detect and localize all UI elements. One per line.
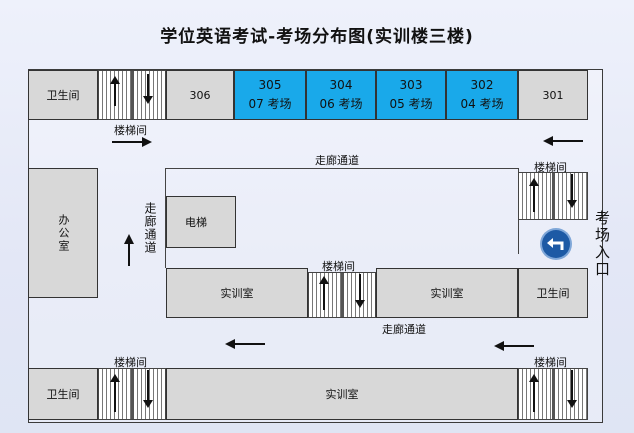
room-label: 实训室 (325, 388, 359, 401)
exam-label: 07 考场 (248, 97, 292, 111)
corridor-label-top: 走廊通道 (315, 154, 359, 167)
lab-middle-right: 实训室 (376, 268, 518, 318)
floor-plan: 卫生间 306 305 07 考场 304 06 考场 303 05 考场 30… (10, 62, 628, 428)
page-title: 学位英语考试-考场分布图(实训楼三楼) (160, 27, 474, 47)
down-arrow-icon (143, 370, 153, 408)
corridor-label-left: 走廊通道 (143, 202, 157, 254)
down-arrow-icon (567, 174, 577, 208)
left-arrow-icon (543, 136, 583, 146)
room-label: 办公室 (57, 213, 70, 253)
down-arrow-icon (143, 74, 153, 104)
room-label: 卫生间 (536, 287, 570, 300)
stairwell-label: 楼梯间 (322, 260, 355, 273)
room-label: 实训室 (430, 287, 464, 300)
elevator: 电梯 (166, 196, 236, 248)
room-label: 电梯 (185, 216, 207, 229)
entrance-label: 考场入口 (593, 210, 611, 278)
corridor-wall (165, 168, 166, 268)
stairwell-label: 楼梯间 (534, 161, 567, 174)
room-number: 305 (258, 78, 282, 92)
stairwell-label: 楼梯间 (114, 356, 147, 369)
stairwell-right (518, 172, 588, 220)
stairwell-label: 楼梯间 (114, 124, 147, 137)
exam-room-302: 302 04 考场 (446, 70, 518, 120)
exam-room-305: 305 07 考场 (234, 70, 306, 120)
room-301: 301 (518, 70, 588, 120)
entrance-icon (542, 230, 570, 258)
left-arrow-icon (494, 341, 534, 351)
restroom-bottom-left: 卫生间 (28, 368, 98, 420)
floor-outline (28, 69, 603, 423)
left-arrow-icon (225, 339, 265, 349)
corridor-wall (165, 168, 518, 169)
room-label: 卫生间 (46, 89, 80, 102)
room-number: 303 (399, 78, 423, 92)
restroom-middle-right: 卫生间 (518, 268, 588, 318)
room-number: 302 (470, 78, 494, 92)
up-arrow-icon (124, 234, 134, 266)
up-arrow-icon (529, 178, 539, 212)
room-number: 304 (329, 78, 353, 92)
exam-room-304: 304 06 考场 (306, 70, 376, 120)
lab-middle-left: 实训室 (166, 268, 308, 318)
turn-arrow-icon (547, 238, 564, 250)
stairwell-bottom-right (518, 368, 588, 420)
right-arrow-icon (112, 137, 152, 147)
exam-label: 05 考场 (389, 97, 433, 111)
room-label: 306 (189, 88, 211, 102)
room-label: 卫生间 (46, 388, 80, 401)
up-arrow-icon (529, 374, 539, 412)
exam-room-303: 303 05 考场 (376, 70, 446, 120)
exam-label: 06 考场 (319, 97, 363, 111)
stairwell-label: 楼梯间 (534, 356, 567, 369)
up-arrow-icon (319, 276, 329, 310)
exam-label: 04 考场 (460, 97, 504, 111)
room-306: 306 (166, 70, 234, 120)
room-label: 301 (542, 88, 564, 102)
room-label: 实训室 (220, 287, 254, 300)
up-arrow-icon (110, 76, 120, 106)
restroom-top-left: 卫生间 (28, 70, 98, 120)
down-arrow-icon (567, 370, 577, 408)
down-arrow-icon (355, 274, 365, 308)
up-arrow-icon (110, 374, 120, 412)
corridor-label-bottom: 走廊通道 (382, 323, 426, 336)
office: 办公室 (28, 168, 98, 298)
lab-bottom: 实训室 (166, 368, 518, 420)
stairwell-bottom-left (98, 368, 166, 420)
